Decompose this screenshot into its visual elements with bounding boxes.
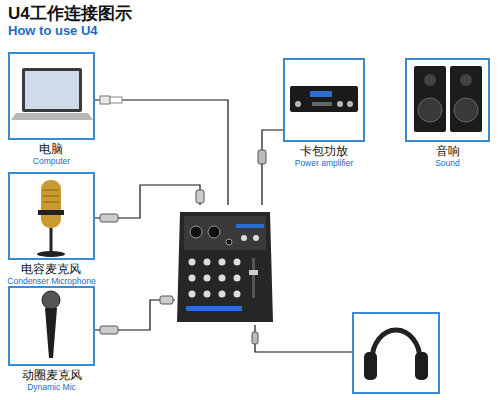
- device-name-english: Dynamic Mic: [22, 382, 82, 393]
- laptop-screen: [25, 71, 79, 109]
- cable-line: [95, 185, 200, 218]
- device-box: 音响Sound: [405, 58, 490, 142]
- mic-head: [42, 291, 60, 309]
- amp-knob: [295, 101, 301, 107]
- mic-body: [41, 180, 61, 228]
- amp-buttons: [312, 102, 332, 106]
- mixer-knobs: [189, 259, 241, 298]
- mixer-body: [177, 212, 273, 322]
- device-name-english: Power amplifier: [295, 158, 354, 169]
- dynamic-mic-picture: [42, 291, 60, 358]
- device-box: 卡包功放Power amplifier: [283, 58, 365, 142]
- device-box: 电脑Computer: [8, 52, 95, 140]
- mixer-panel: [184, 216, 266, 250]
- headphones-picture: [364, 330, 428, 380]
- headband: [372, 330, 420, 360]
- amp-knob: [347, 101, 353, 107]
- jack-plug: [252, 150, 266, 344]
- device-box: 电容麦克风Condenser Microphone: [8, 172, 95, 260]
- laptop-base: [11, 113, 93, 120]
- mixer-fader-track: [252, 258, 255, 298]
- usb-plug: [100, 96, 122, 104]
- device-name-english: Computer: [33, 156, 70, 167]
- device-caption: 动圈麦克风Dynamic Mic: [22, 368, 82, 393]
- ear-cup: [364, 352, 377, 380]
- mixer-knob: [241, 235, 247, 241]
- xlr-jack: [208, 226, 220, 238]
- device-caption: 音响Sound: [435, 144, 460, 169]
- mixer-accent: [186, 306, 242, 311]
- usb-plug-head: [100, 96, 110, 104]
- speaker-tweeter: [424, 74, 436, 86]
- xlr-plug-body: [100, 326, 118, 334]
- device-name: 电容麦克风: [7, 262, 95, 276]
- xlr-plug: [100, 190, 204, 222]
- device-name: 电脑: [33, 142, 70, 156]
- speaker-cabinet: [414, 66, 446, 132]
- laptop-picture: [11, 68, 93, 120]
- mixer-knob: [253, 235, 259, 241]
- xlr-plug-body: [100, 214, 118, 222]
- speaker-picture: [414, 66, 482, 132]
- device-name: 音响: [435, 144, 460, 158]
- device-box: [352, 312, 440, 394]
- mixer-fader: [249, 270, 258, 275]
- jack-plug-body: [252, 332, 258, 344]
- amp-knob: [337, 101, 343, 107]
- device-box: 动圈麦克风Dynamic Mic: [8, 286, 95, 366]
- subtitle: How to use U4: [8, 23, 98, 38]
- speaker-cabinet: [450, 66, 482, 132]
- device-caption: 卡包功放Power amplifier: [295, 144, 354, 169]
- cable-line: [95, 100, 228, 205]
- device-caption: 电脑Computer: [33, 142, 70, 167]
- amp-display: [310, 91, 332, 97]
- amplifier-picture: [290, 86, 358, 112]
- jack-plug-body: [258, 150, 266, 164]
- mixer-accent: [236, 224, 264, 228]
- mic-stand: [50, 228, 53, 252]
- mic-grill: [43, 202, 59, 203]
- ear-cup: [415, 352, 428, 380]
- speaker-woofer: [418, 98, 442, 122]
- mixer-unit: [175, 205, 275, 325]
- xlr-plug: [100, 296, 173, 334]
- device-name: 动圈麦克风: [22, 368, 82, 382]
- speaker-tweeter: [460, 74, 472, 86]
- diagram-title: U4工作连接图示: [8, 2, 132, 25]
- mixer-picture: [177, 212, 273, 322]
- cable-line: [262, 130, 283, 205]
- xlr-plug-body: [160, 296, 173, 304]
- mic-stand-base: [37, 251, 65, 257]
- device-name: 卡包功放: [295, 144, 354, 158]
- mic-grill: [43, 196, 59, 197]
- condenser-mic-picture: [37, 180, 65, 257]
- usb-plug-body: [110, 97, 122, 103]
- mic-grill: [43, 190, 59, 191]
- cable-line: [255, 325, 352, 352]
- amp-body: [290, 86, 358, 112]
- laptop-lid: [22, 68, 82, 112]
- device-caption: 电容麦克风Condenser Microphone: [7, 262, 95, 287]
- mic-mount: [38, 210, 64, 215]
- speaker-woofer: [454, 98, 478, 122]
- jack: [226, 239, 232, 245]
- xlr-jack: [190, 226, 202, 238]
- xlr-plug-body: [196, 190, 204, 203]
- device-name-english: Sound: [435, 158, 460, 169]
- mic-handle: [45, 308, 57, 358]
